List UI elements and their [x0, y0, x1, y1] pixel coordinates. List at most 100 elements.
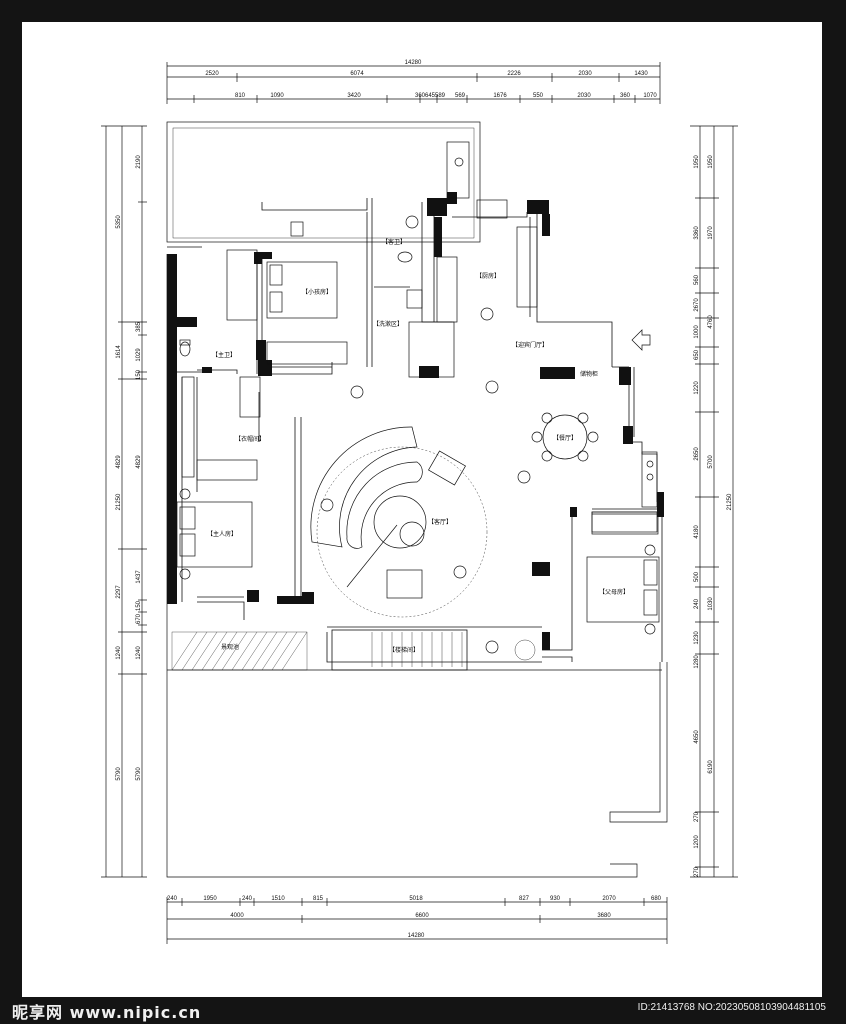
- room-master: 【主人房】: [207, 530, 237, 538]
- dim-right: 4650: [694, 730, 700, 744]
- chair-marks: [320, 215, 531, 654]
- dim-left2: 2190: [136, 155, 142, 169]
- entrance-arrow-icon: [631, 329, 651, 351]
- living-area: [310, 321, 488, 618]
- dim-right: 2670: [694, 298, 700, 312]
- dim-bottom2: 3680: [597, 913, 611, 919]
- dim-bottom: 930: [550, 896, 561, 902]
- dim-bottom: 815: [313, 896, 324, 902]
- dim-bottom2: 6600: [415, 913, 429, 919]
- kids-bed: [226, 221, 348, 365]
- room-stair: 【楼梯间】: [389, 646, 419, 654]
- dim-left: 1614: [116, 345, 122, 359]
- dim-top: 2226: [507, 71, 521, 77]
- dim-bottom: 2070: [602, 896, 616, 902]
- dim-right: 1280: [694, 655, 700, 669]
- dim-right: 4180: [694, 525, 700, 539]
- dim-left2: 150: [136, 369, 142, 380]
- dim-right: 560: [694, 274, 700, 285]
- left-dimensions: [101, 125, 147, 878]
- parents-wardrobe: [591, 451, 659, 535]
- dim-right: 1000: [694, 325, 700, 339]
- dim-bottom: 240: [242, 896, 253, 902]
- dim-top-total: 14280: [405, 60, 422, 66]
- dim-right: 270: [694, 866, 700, 877]
- dim-top2: 360: [620, 93, 631, 99]
- dim-left2: 5790: [136, 767, 142, 781]
- room-guest-bath: 【客卫】: [382, 238, 406, 246]
- dim-top2: 569: [455, 93, 466, 99]
- drawing-sheet: 14280 2520 6074 2226 2030 1430 810 1090 …: [22, 22, 822, 997]
- dim-right-total: 21250: [727, 493, 733, 510]
- dim-left2: 4829: [136, 455, 142, 469]
- room-storage: 储物柜: [580, 370, 598, 378]
- room-living: 【客厅】: [428, 518, 452, 526]
- room-dining: 【餐厅】: [553, 434, 577, 442]
- dim-top2: 589: [435, 93, 446, 99]
- dim-right: 270: [694, 811, 700, 822]
- dim-top2: 2030: [577, 93, 591, 99]
- dim-left: 5790: [116, 767, 122, 781]
- dim-left2: 1029: [136, 348, 142, 362]
- dim-top2: 3420: [347, 93, 361, 99]
- dim-right: 2650: [694, 447, 700, 461]
- dim-right: 1200: [694, 835, 700, 849]
- dim-right: 240: [694, 598, 700, 609]
- dim-right: 1220: [694, 381, 700, 395]
- dim-left-total: 21250: [116, 493, 122, 510]
- room-parents: 【父母房】: [599, 588, 629, 596]
- dim-right2: 6190: [708, 760, 714, 774]
- room-garden: 景观池: [221, 643, 239, 651]
- dim-top: 2520: [205, 71, 219, 77]
- room-kids: 【小孩房】: [302, 288, 332, 296]
- dim-right: 500: [694, 571, 700, 582]
- room-labels: 【小孩房】 【客卫】 【厨房】 【洗漱区】 【迎宾门厅】 【主卫】 【餐厅】 【…: [207, 238, 629, 654]
- master-bed: [176, 459, 258, 580]
- bottom-dimensions: [166, 897, 668, 944]
- room-kitchen: 【厨房】: [476, 272, 500, 280]
- dim-left2: 1437: [136, 570, 142, 584]
- site-watermark: 昵享网 www.nipic.cn: [12, 1003, 202, 1022]
- dim-bottom: 5018: [409, 896, 423, 902]
- master-toilet: [179, 339, 191, 357]
- guest-bath-fixtures: [397, 251, 423, 309]
- kitchen-counters: [436, 141, 538, 323]
- dim-right2: 1950: [708, 155, 714, 169]
- dim-top: 6074: [350, 71, 364, 77]
- dim-bottom: 240: [167, 896, 178, 902]
- dim-left: 4829: [116, 455, 122, 469]
- garden-hatch: [171, 631, 308, 671]
- right-dimensions: [690, 125, 738, 878]
- dim-top2: 645: [425, 93, 436, 99]
- room-entry: 【迎宾门厅】: [512, 341, 548, 349]
- walls-outline: [166, 121, 668, 878]
- dining-table: [531, 412, 599, 462]
- top-dimensions: [166, 62, 661, 104]
- dim-right2: 5700: [708, 455, 714, 469]
- dim-right: 3360: [694, 226, 700, 240]
- dim-bottom: 1950: [203, 896, 217, 902]
- dim-right: 650: [694, 349, 700, 360]
- dim-left2: 670: [136, 613, 142, 624]
- dim-left2: 1240: [136, 646, 142, 660]
- dim-top2: 550: [533, 93, 544, 99]
- floor-plan: 14280 2520 6074 2226 2030 1430 810 1090 …: [101, 60, 738, 944]
- dim-right2: 4760: [708, 315, 714, 329]
- footer-bar: 昵享网 www.nipic.cn ID:21413768 NO:20230508…: [0, 997, 846, 1024]
- dim-top: 2030: [578, 71, 592, 77]
- dim-left2: 150: [136, 600, 142, 611]
- dim-left2: 385: [136, 321, 142, 332]
- dim-bottom2: 4000: [230, 913, 244, 919]
- dim-top2: 360: [415, 93, 426, 99]
- dim-left: 2297: [116, 585, 122, 599]
- closet-storage: [181, 376, 261, 478]
- room-master-bath: 【主卫】: [212, 351, 236, 359]
- dim-right2: 1030: [708, 597, 714, 611]
- solid-wall-blocks: [167, 192, 664, 650]
- dim-top: 1430: [634, 71, 648, 77]
- dim-bottom-total: 14280: [408, 933, 425, 939]
- stair-treads: [371, 632, 536, 667]
- dim-top2: 810: [235, 93, 246, 99]
- room-closet: 【衣帽间】: [235, 435, 265, 443]
- dim-bottom: 827: [519, 896, 530, 902]
